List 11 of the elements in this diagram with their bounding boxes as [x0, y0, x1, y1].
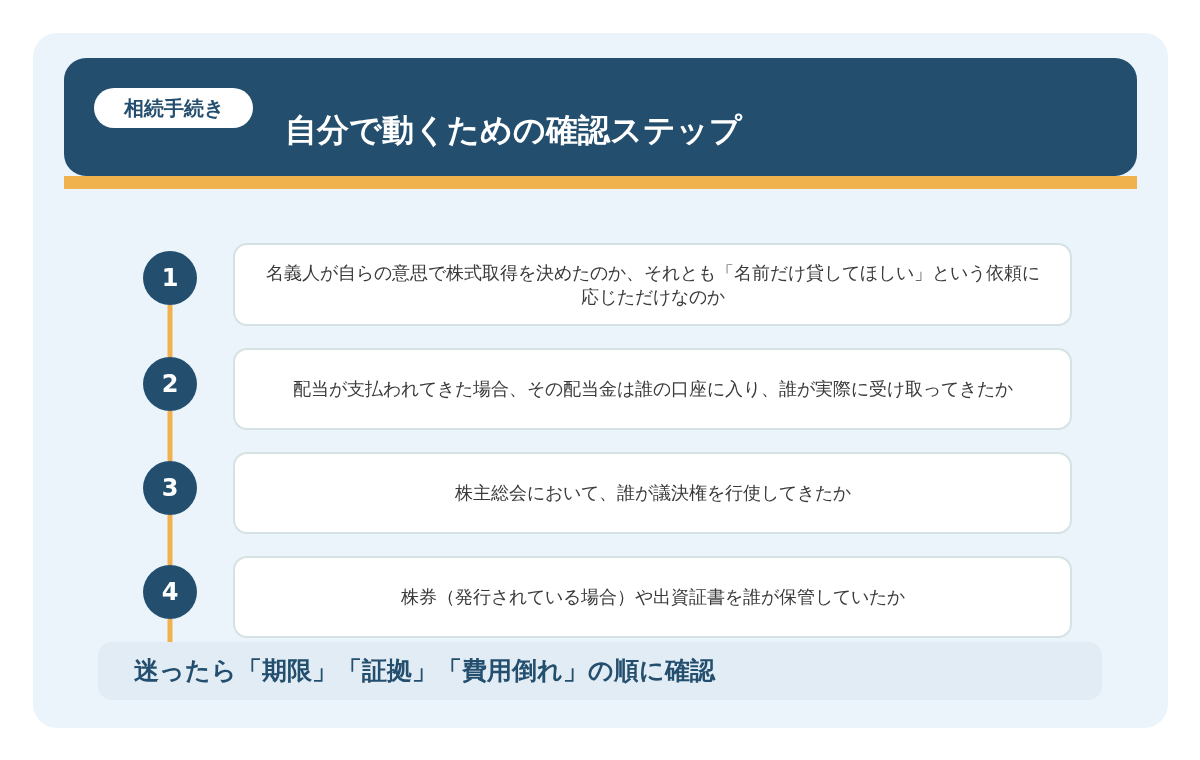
connector-line	[167, 305, 173, 357]
connector-line	[167, 411, 173, 461]
step-box: 配当が支払われてきた場合、その配当金は誰の口座に入り、誰が実際に受け取ってきたか	[233, 348, 1072, 430]
title: 自分で動くための確認ステップ	[285, 110, 742, 151]
step-box: 株券（発行されている場合）や出資証書を誰が保管していたか	[233, 556, 1072, 638]
step-box: 名義人が自らの意思で株式取得を決めたのか、それとも「名前だけ貸してほしい」という依頼に応じただけなのか	[233, 243, 1072, 326]
tag-pill: 相続手続き	[94, 88, 253, 128]
connector-line	[167, 619, 173, 642]
summary-band: 迷ったら「期限」「証拠」「費用倒れ」の順に確認	[98, 642, 1102, 700]
connector-line	[167, 515, 173, 565]
step-box: 株主総会において、誰が議決権を行使してきたか	[233, 452, 1072, 534]
